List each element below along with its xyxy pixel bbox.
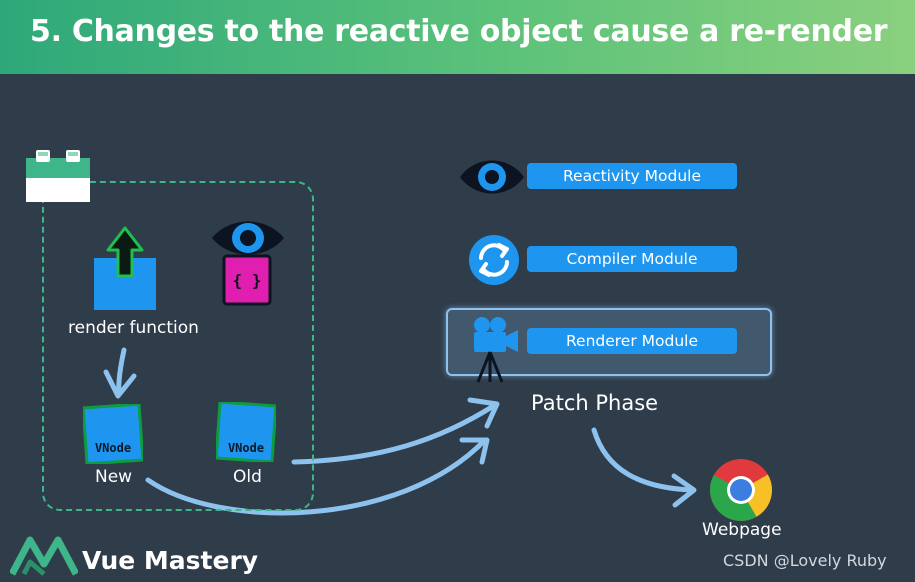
arrow-old-to-patch-head <box>467 397 500 429</box>
watcher-icon: { } <box>212 221 284 306</box>
component-boundary <box>42 181 314 511</box>
page-title: 5. Changes to the reactive object cause … <box>30 14 888 49</box>
lego-block-icon <box>26 150 90 202</box>
arrow-render-to-new <box>116 347 127 397</box>
vnode-new-label: New <box>95 467 133 487</box>
vnode-new-text: VNode <box>95 441 131 455</box>
vnode-old-label: Old <box>233 467 262 487</box>
vnode-old-icon: VNode <box>216 402 276 462</box>
arrow-old-to-patch <box>291 402 498 465</box>
watermark: CSDN @Lovely Ruby <box>723 551 887 570</box>
renderer-module-pill: Renderer Module <box>527 328 737 354</box>
vue-logo-icon <box>10 536 78 576</box>
compiler-sync-icon <box>469 235 519 285</box>
arrow-new-to-patch-head <box>459 437 490 465</box>
watcher-braces: { } <box>233 271 262 290</box>
arrow-new-to-patch <box>145 437 488 516</box>
movie-camera-icon <box>474 317 518 383</box>
arrow-patch-to-webpage-head <box>671 473 697 508</box>
compiler-module-pill: Compiler Module <box>527 246 737 272</box>
render-function-label: render function <box>68 318 199 338</box>
title-banner: 5. Changes to the reactive object cause … <box>0 0 915 74</box>
vnode-new-icon: VNode <box>83 404 143 464</box>
vnode-old-text: VNode <box>228 441 264 455</box>
arrow-render-to-new-head <box>103 369 137 399</box>
brand-name: Vue Mastery <box>82 546 259 575</box>
webpage-label: Webpage <box>702 520 782 540</box>
reactivity-module-pill: Reactivity Module <box>527 163 737 189</box>
arrow-patch-to-webpage <box>591 427 695 493</box>
reactivity-eye-icon <box>460 160 524 194</box>
render-function-icon <box>94 226 156 310</box>
patch-phase-label: Patch Phase <box>531 391 659 415</box>
chrome-icon <box>709 459 772 521</box>
